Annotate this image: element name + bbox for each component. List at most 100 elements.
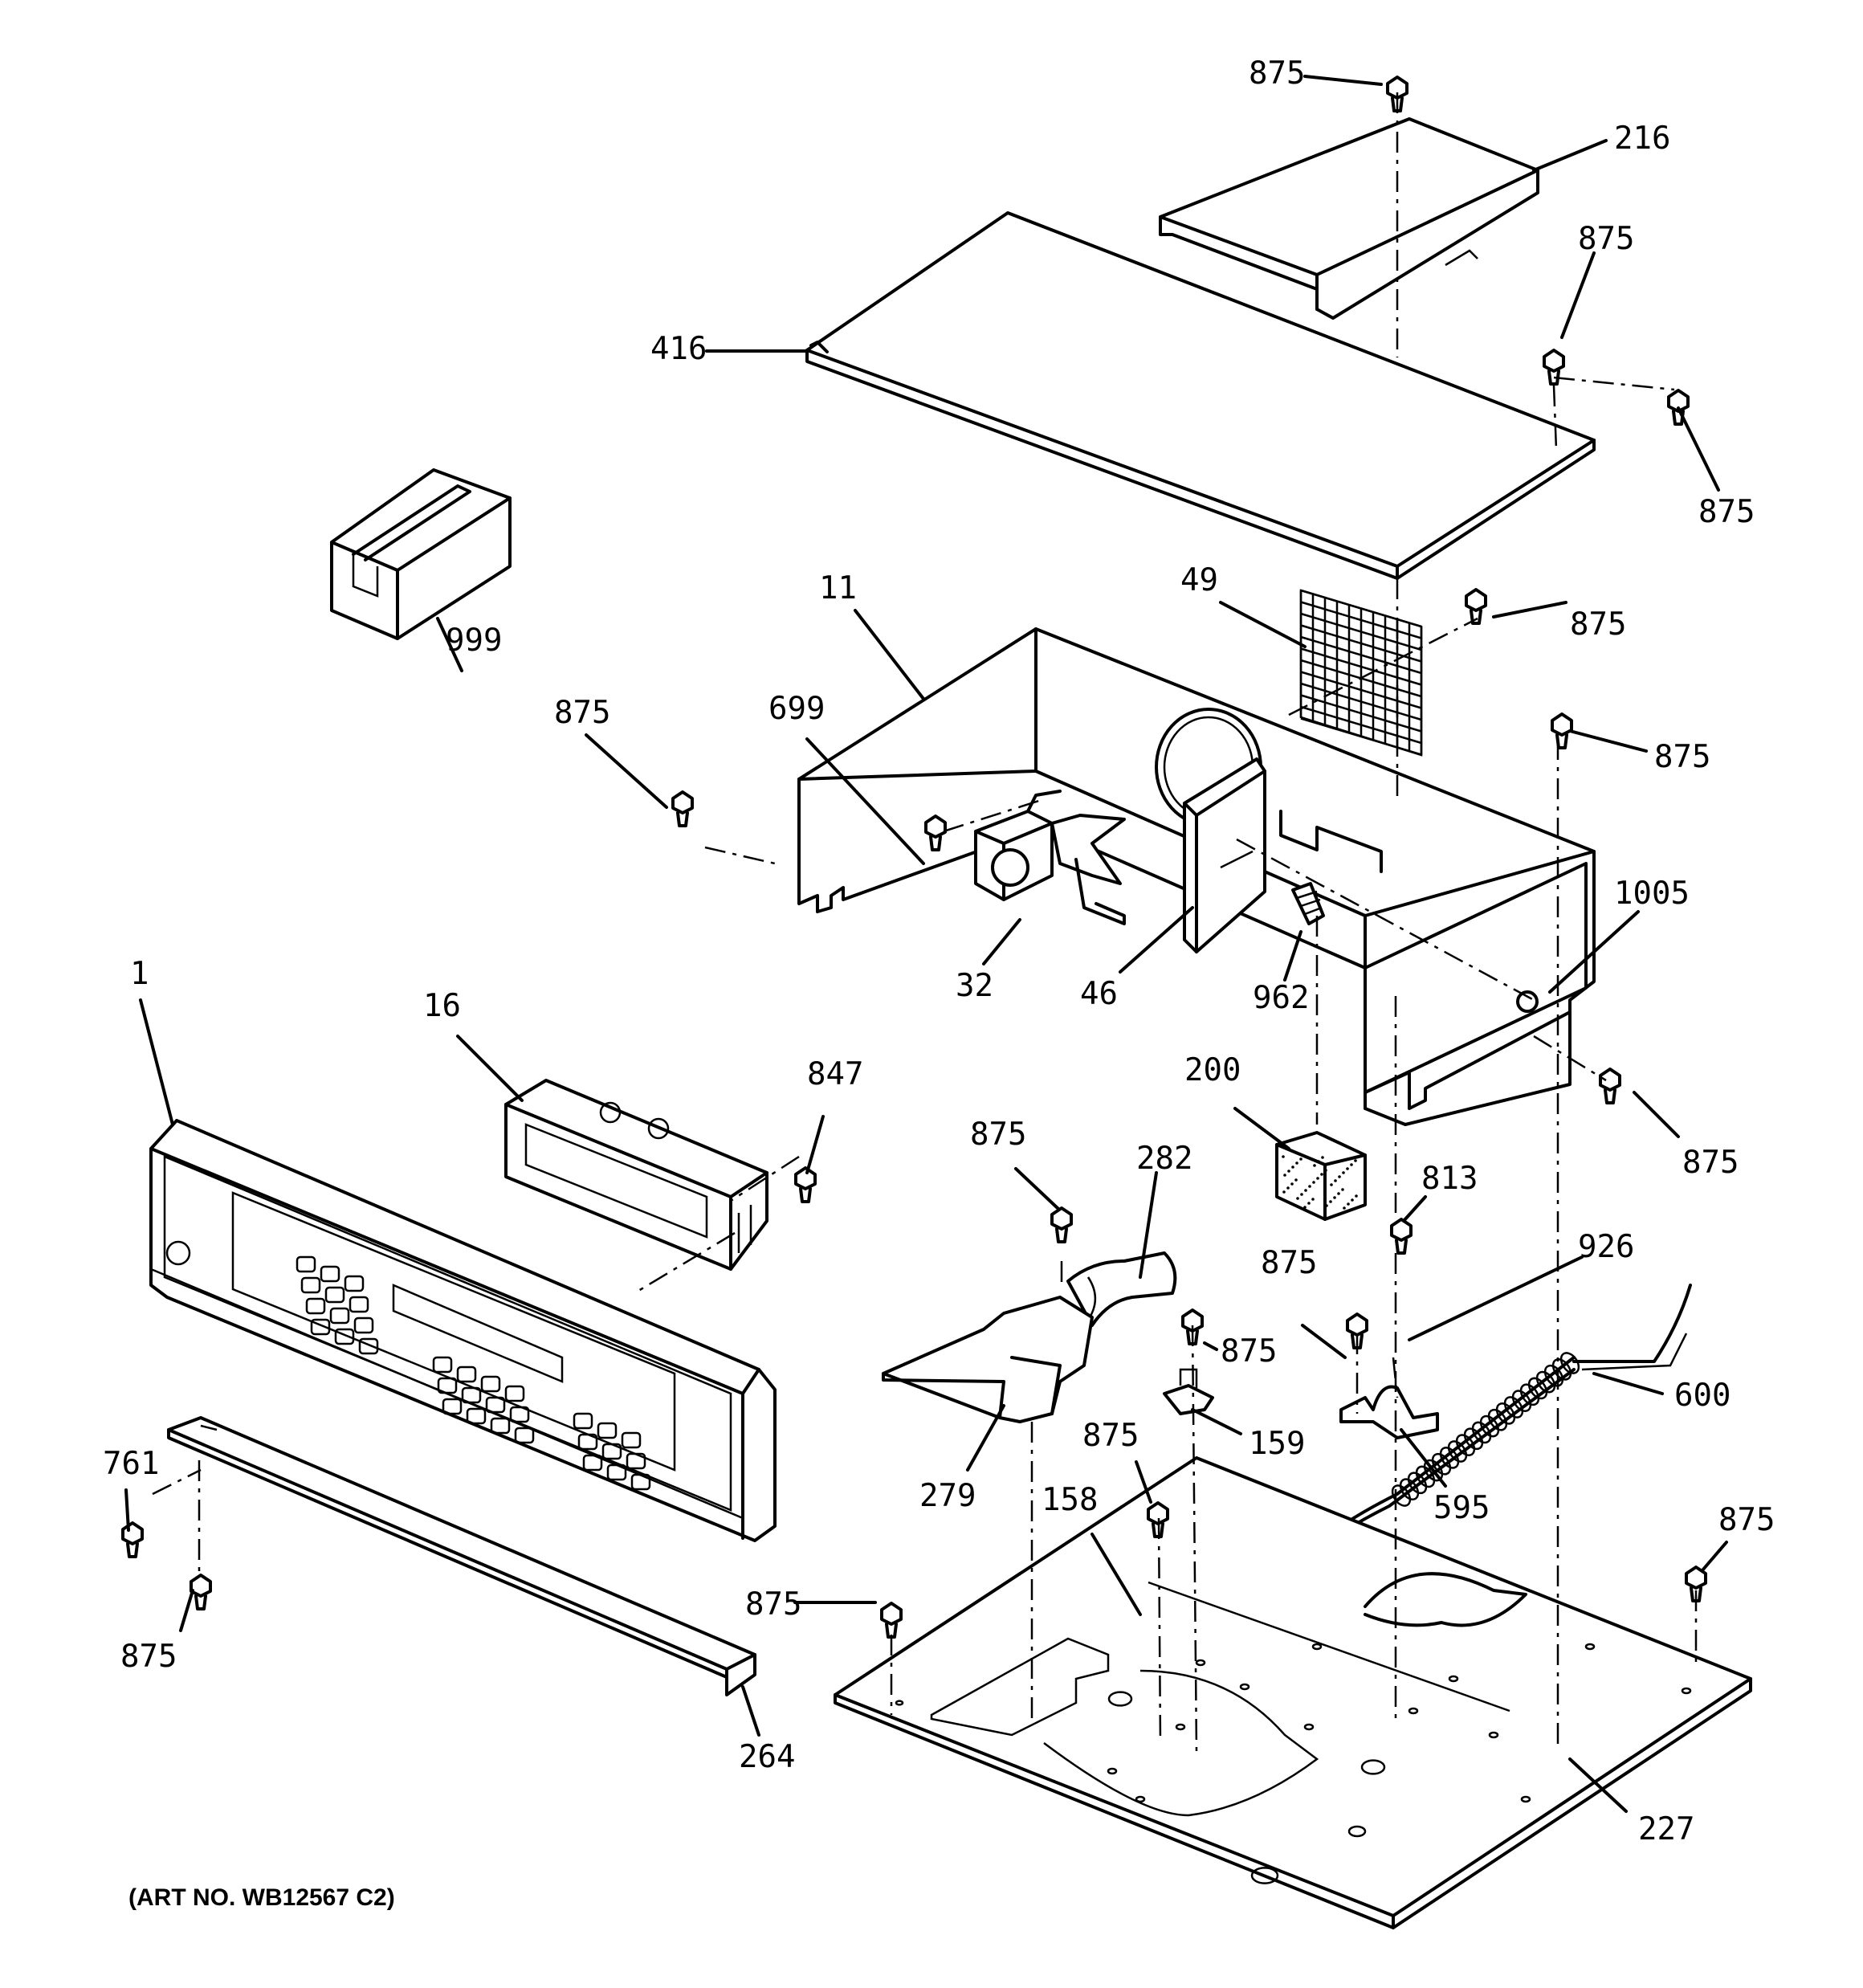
keypad-button [601,1443,622,1460]
base-hole [1239,1683,1250,1691]
cord-coil-ring [1415,1465,1436,1488]
label-200: 200 [1184,1052,1241,1088]
part-labels: 875 216 875 416 875 999 11 49 875 875 69… [103,55,1775,1911]
mesh-line [1300,635,1422,675]
label-813: 813 [1421,1161,1478,1197]
part-46-board [1183,757,1266,953]
base-hole [1584,1643,1596,1651]
cord-coil-ring [1519,1383,1540,1406]
cord-coil-ring [1431,1452,1452,1476]
mesh-line [1300,717,1422,756]
part-264-trim-strip [167,1416,756,1696]
label-875: 875 [1261,1245,1317,1281]
speckle-dot [1321,1156,1324,1159]
base-hole [1448,1675,1459,1683]
speckle-dot [1307,1202,1311,1205]
part-16-control-board [504,1079,768,1271]
part-159-switch [1163,1368,1214,1415]
screw-icon [190,1574,212,1610]
cord-coil-ring [1559,1352,1580,1374]
speckle-dot [1291,1165,1294,1169]
part-227-base-pan [834,1456,1752,1929]
speckle-dot [1300,1193,1303,1196]
keypad-button [504,1385,525,1402]
label-216: 216 [1614,120,1670,157]
mesh-line [1300,624,1422,663]
mesh-line [1300,601,1422,639]
speckle-dot [1287,1170,1290,1173]
speckle-dot [1283,1174,1286,1177]
label-227: 227 [1638,1811,1694,1847]
screw-icon [1465,588,1487,625]
base-hole [895,1700,904,1706]
keypad-button [466,1407,487,1425]
speckle-dot [1282,1155,1285,1158]
label-32: 32 [956,968,993,1004]
speckle-dot [1294,1178,1298,1182]
speckle-dot [1342,1171,1345,1174]
mesh-line [1300,671,1422,709]
part-416-top-panel [805,211,1596,580]
part-279-hood [882,1296,1094,1423]
label-875: 875 [1082,1418,1139,1454]
keypad-button [480,1375,501,1393]
speckle-dot [1351,1198,1354,1202]
speckle-dot [1317,1160,1320,1163]
speckle-dot [1312,1181,1315,1184]
keypad-button [485,1396,506,1414]
art-number: (ART NO. WB12567 C2) [128,1884,395,1911]
part-200-insulation [1275,1131,1367,1221]
label-264: 264 [739,1739,795,1775]
keypad-button [442,1398,463,1415]
speckle-dot [1333,1196,1336,1199]
label-279: 279 [919,1478,976,1514]
base-hole [1195,1659,1206,1667]
speckle-dot [1311,1198,1315,1201]
speckle-dot [1355,1194,1358,1198]
label-875: 875 [745,1586,801,1623]
speckle-dot [1313,1164,1316,1167]
assembly-centerlines [152,92,1698,1752]
screw-icon [880,1602,903,1639]
keypad-button [621,1431,642,1449]
keypad-button [353,1316,374,1334]
label-875: 875 [554,695,610,731]
label-49: 49 [1180,562,1218,598]
base-hole [1175,1723,1186,1731]
speckle-dot [1290,1182,1294,1186]
keypad-button [300,1276,321,1294]
speckle-dot [1338,1175,1341,1178]
part-962-sensor [1291,882,1325,925]
screw-icon [1390,1218,1413,1255]
screw-icon [1599,1067,1621,1104]
speckle-dot [1282,1190,1286,1194]
speckle-dot [1320,1173,1323,1176]
speckle-dot [1296,1197,1299,1200]
mesh-line [1300,694,1422,733]
speckle-dot [1316,1177,1319,1180]
speckle-dot [1330,1183,1333,1186]
keypad-button [456,1365,477,1383]
keypad-button [310,1318,331,1336]
label-875: 875 [1221,1333,1277,1370]
speckle-dot [1329,1200,1332,1203]
base-hole [1107,1691,1133,1707]
keypad-button [344,1275,365,1292]
base-hole [1681,1687,1692,1695]
keypad-button [432,1356,453,1374]
speckle-dot [1346,1167,1349,1170]
speckle-dot [1308,1185,1311,1188]
cord-coil-ring [1471,1421,1492,1444]
base-hole [1520,1795,1531,1803]
cord-coil-ring [1407,1472,1428,1495]
screw-icon [794,1166,817,1203]
label-875: 875 [1654,739,1710,775]
speckle-dot [1286,1186,1290,1190]
mesh-line [1300,682,1422,721]
part-32-fan-motor [974,790,1126,925]
label-761: 761 [103,1446,159,1482]
label-999: 999 [446,623,502,659]
cord-coil-ring [1479,1414,1500,1438]
label-875: 875 [970,1116,1026,1153]
